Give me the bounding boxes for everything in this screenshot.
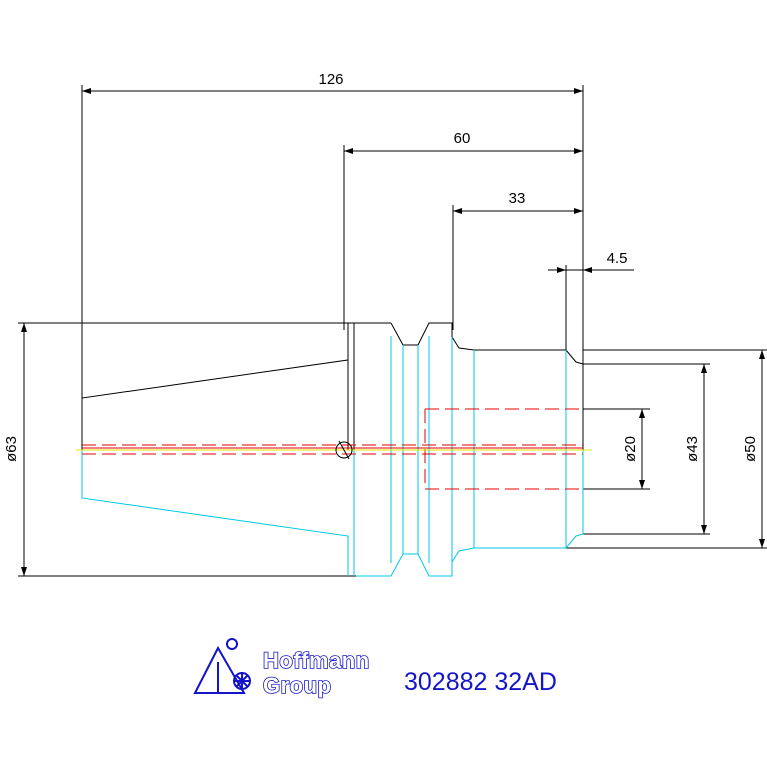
dimension-arrows — [21, 88, 765, 576]
dim-label-4-5: 4.5 — [607, 250, 628, 267]
center-axis — [76, 440, 592, 460]
dim-label-dia-50: ø50 — [742, 436, 759, 462]
gauge-point-circle — [335, 441, 353, 459]
dim-label-33: 33 — [509, 190, 526, 207]
dim-label-dia-63: ø63 — [3, 436, 20, 462]
dim-label-126: 126 — [318, 71, 343, 88]
dim-label-60: 60 — [454, 130, 471, 147]
hoffmann-logo: Hoffmann Group — [193, 638, 370, 699]
logo-line-hoffmann: Hoffmann — [263, 648, 370, 673]
dim-label-dia-43: ø43 — [684, 436, 701, 462]
hoffmann-logo-icon — [193, 638, 251, 694]
part-outline-bottom — [81, 336, 584, 577]
dim-label-dia-20: ø20 — [622, 436, 639, 462]
logo-line-group: Group — [263, 673, 332, 698]
hidden-lines — [82, 408, 583, 490]
part-outline-top — [24, 322, 584, 450]
dimension-lines — [18, 85, 767, 577]
dimension-labels: 126 60 33 4.5 ø63 ø20 ø43 ø50 — [3, 71, 759, 462]
part-number: 302882 32AD — [404, 668, 557, 696]
